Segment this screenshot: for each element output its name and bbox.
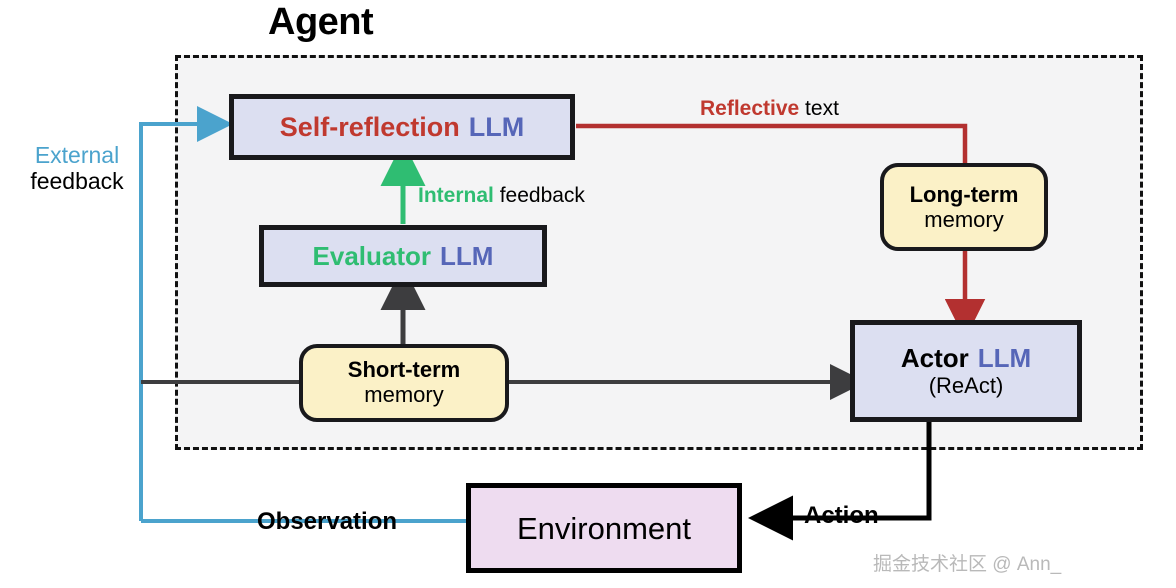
- node-environment[interactable]: Environment: [466, 483, 742, 573]
- node-short-term-memory[interactable]: Short-term memory: [299, 344, 509, 422]
- node-actor-llm[interactable]: Actor LLM (ReAct): [850, 320, 1082, 422]
- label-reflective-text: Reflective text: [700, 97, 839, 121]
- label-external-feedback: External feedback: [14, 142, 140, 195]
- label-internal-feedback: Internal feedback: [418, 184, 585, 208]
- reflective-text-rest: text: [799, 97, 839, 120]
- environment-label: Environment: [516, 510, 692, 546]
- node-evaluator-llm[interactable]: Evaluator LLM: [259, 225, 547, 287]
- actor-label: Actor LLM: [900, 342, 1032, 373]
- label-action: Action: [804, 502, 879, 529]
- evaluator-llm-tag: LLM: [440, 241, 494, 271]
- long-term-memory-line1: Long-term: [909, 181, 1019, 207]
- short-term-memory-line2: memory: [364, 382, 444, 407]
- self-reflection-label: Self-reflection LLM: [279, 111, 525, 142]
- self-reflection-name: Self-reflection: [279, 111, 460, 142]
- evaluator-name: Evaluator: [312, 241, 432, 271]
- actor-name: Actor: [900, 342, 969, 373]
- node-self-reflection-llm[interactable]: Self-reflection LLM: [229, 94, 575, 160]
- node-long-term-memory[interactable]: Long-term memory: [880, 163, 1048, 251]
- evaluator-label: Evaluator LLM: [313, 243, 494, 269]
- self-reflection-llm-tag: LLM: [468, 111, 525, 142]
- reflective-text-emphasis: Reflective: [700, 97, 800, 120]
- internal-feedback-rest: feedback: [493, 184, 585, 207]
- actor-llm-tag: LLM: [977, 342, 1032, 373]
- agent-title: Agent: [268, 1, 374, 43]
- actor-framework-label: (ReAct): [928, 372, 1004, 398]
- long-term-memory-line2: memory: [924, 207, 1004, 232]
- label-observation: Observation: [257, 508, 398, 535]
- external-feedback-line1: External: [34, 142, 120, 168]
- internal-feedback-emphasis: Internal: [418, 184, 494, 207]
- watermark-text: 掘金技术社区 @ Ann_: [873, 554, 1062, 575]
- short-term-memory-line1: Short-term: [347, 357, 461, 383]
- external-feedback-line2: feedback: [30, 167, 124, 194]
